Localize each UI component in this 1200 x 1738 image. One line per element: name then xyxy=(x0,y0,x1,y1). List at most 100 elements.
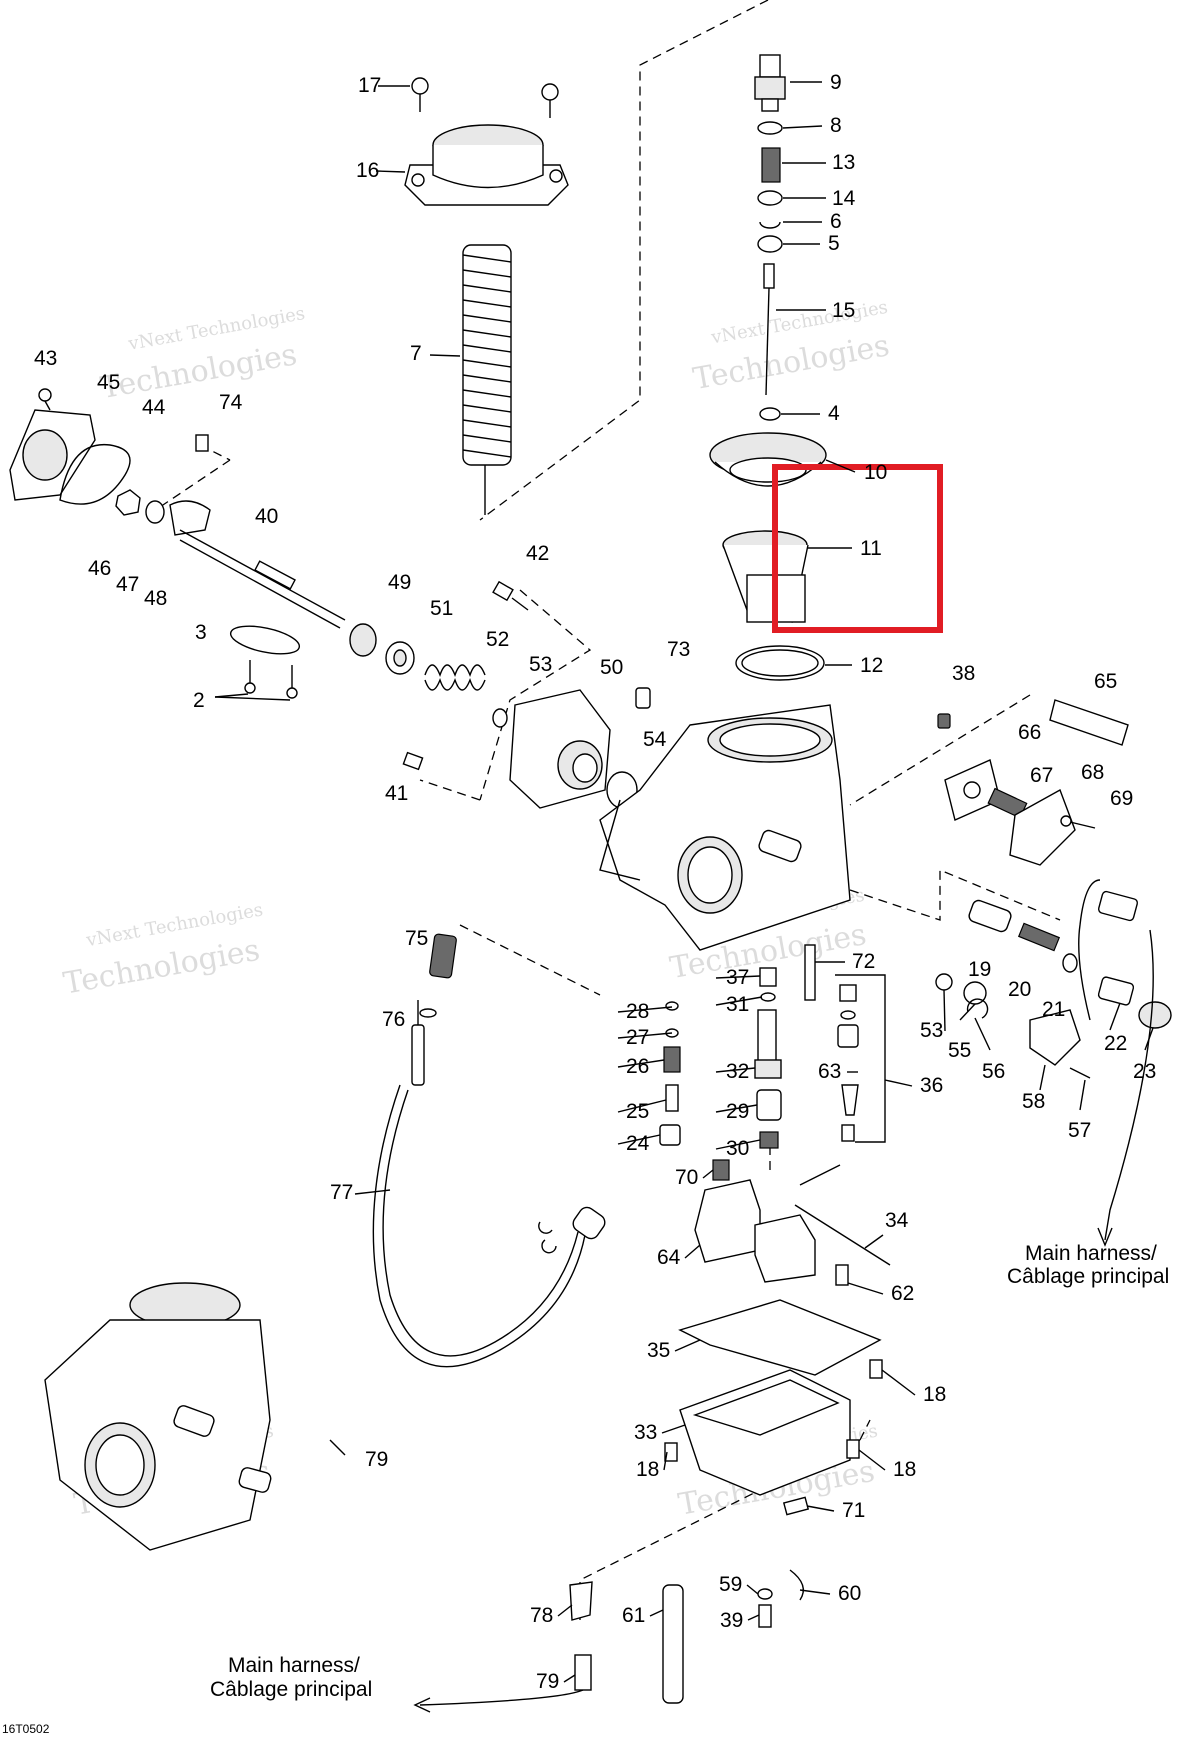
part-slide-11 xyxy=(722,530,809,623)
part-screw-69 xyxy=(1060,815,1096,829)
part-label-65: 65 xyxy=(1094,670,1117,693)
part-label-47: 47 xyxy=(116,573,139,596)
part-sensor-22 xyxy=(1097,976,1135,1006)
part-label-49: 49 xyxy=(388,571,411,594)
watermark-text-large: Technologies xyxy=(98,337,300,406)
part-label-63: 63 xyxy=(818,1060,841,1083)
part-screw-39 xyxy=(758,1604,772,1628)
part-valve-19 xyxy=(968,899,1012,933)
part-label-75: 75 xyxy=(405,927,428,950)
part-label-48: 48 xyxy=(144,587,167,610)
part-label-16: 16 xyxy=(356,159,379,182)
part-label-51: 51 xyxy=(430,597,453,620)
part-screw-18c xyxy=(846,1439,860,1459)
part-label-18c: 18 xyxy=(893,1458,916,1481)
part-label-58: 58 xyxy=(1022,1090,1045,1113)
part-float-64 xyxy=(694,1179,816,1283)
part-label-46: 46 xyxy=(88,557,111,580)
part-screw-62 xyxy=(835,1264,849,1286)
part-label-68: 68 xyxy=(1081,761,1104,784)
part-label-79a: 79 xyxy=(365,1448,388,1471)
part-screw-43 xyxy=(38,388,52,411)
part-housing-50 xyxy=(509,689,611,809)
part-cover-66 xyxy=(944,759,1001,821)
part-clip-56 xyxy=(966,998,989,1019)
part-tube-61 xyxy=(662,1584,684,1704)
harness-note-bottom: Main harness/ Câblage principal xyxy=(210,1654,372,1701)
part-label-64: 64 xyxy=(657,1246,681,1269)
part-label-15: 15 xyxy=(832,299,855,322)
part-label-20: 20 xyxy=(1008,978,1031,1001)
part-screws-2 xyxy=(214,660,298,701)
part-label-18b: 18 xyxy=(636,1458,659,1481)
part-label-30: 30 xyxy=(726,1137,749,1160)
part-sensor-79 xyxy=(574,1654,592,1691)
part-cap-16 xyxy=(404,124,569,206)
part-gasket-35 xyxy=(678,1299,882,1376)
part-screw-71 xyxy=(782,1496,810,1516)
part-washer-59 xyxy=(757,1588,773,1600)
part-label-5: 5 xyxy=(828,232,840,255)
part-jet-stack-left xyxy=(659,1001,681,1146)
part-label-78: 78 xyxy=(530,1604,553,1627)
part-label-44: 44 xyxy=(142,396,166,419)
part-screw-41 xyxy=(402,751,424,771)
part-label-38: 38 xyxy=(952,662,975,685)
part-label-79b: 79 xyxy=(536,1670,559,1693)
part-spring-52 xyxy=(424,664,486,691)
part-label-73: 73 xyxy=(667,638,690,661)
part-label-23: 23 xyxy=(1133,1060,1156,1083)
part-shaft-40 xyxy=(179,529,346,629)
part-clip-76 xyxy=(419,1008,437,1018)
part-label-41: 41 xyxy=(385,782,408,805)
highlight-box xyxy=(772,464,943,633)
part-washer-53b xyxy=(935,973,953,991)
part-label-53b: 53 xyxy=(920,1019,943,1042)
part-label-67: 67 xyxy=(1030,764,1053,787)
part-label-13: 13 xyxy=(832,151,855,174)
part-washer-47 xyxy=(145,500,165,524)
part-pin-34 xyxy=(794,1204,891,1266)
part-label-25: 25 xyxy=(626,1100,649,1123)
part-label-39: 39 xyxy=(720,1609,743,1632)
part-jet-stack-middle xyxy=(712,967,782,1181)
part-label-2: 2 xyxy=(193,689,205,712)
part-oring-12 xyxy=(735,645,825,681)
part-label-19: 19 xyxy=(968,958,991,981)
leader-lines xyxy=(354,81,1154,1683)
watermark-1: vNext Technologies Technologies xyxy=(98,303,307,406)
part-label-9: 9 xyxy=(830,71,842,94)
watermark-3: vNext Technologies Technologies xyxy=(61,899,265,1001)
part-diaphragm-10 xyxy=(709,432,827,487)
part-label-56: 56 xyxy=(982,1060,1005,1083)
assembly-dashed-lines xyxy=(147,0,1061,1620)
part-screw-74 xyxy=(195,434,209,452)
part-label-54: 54 xyxy=(643,728,667,751)
part-label-50: 50 xyxy=(600,656,623,679)
part-label-8: 8 xyxy=(830,114,842,137)
part-gasket-44 xyxy=(59,443,131,505)
part-label-17: 17 xyxy=(358,74,381,97)
watermark-2: vNext Technologies Technologies xyxy=(690,297,892,397)
part-washer-21 xyxy=(1062,953,1078,973)
part-plate-3 xyxy=(229,625,301,655)
part-cable-77 xyxy=(372,1000,606,1368)
part-label-40: 40 xyxy=(255,505,278,528)
part-label-35: 35 xyxy=(647,1339,670,1362)
part-label-74: 74 xyxy=(219,391,243,414)
part-label-42: 42 xyxy=(526,542,549,565)
part-label-45: 45 xyxy=(97,371,120,394)
part-label-55: 55 xyxy=(948,1039,971,1062)
part-spring-20 xyxy=(1017,922,1061,952)
part-label-28: 28 xyxy=(626,1000,649,1023)
harness-note-right-line2: Câblage principal xyxy=(1007,1265,1169,1288)
part-label-60: 60 xyxy=(838,1582,861,1605)
part-spring-75 xyxy=(429,933,457,979)
part-screw-17b xyxy=(541,83,559,118)
part-washer-53a xyxy=(492,708,508,728)
part-screw-18a xyxy=(869,1359,883,1379)
part-label-27: 27 xyxy=(626,1026,649,1049)
part-label-21: 21 xyxy=(1042,998,1065,1021)
part-cap-23 xyxy=(1138,1001,1172,1029)
